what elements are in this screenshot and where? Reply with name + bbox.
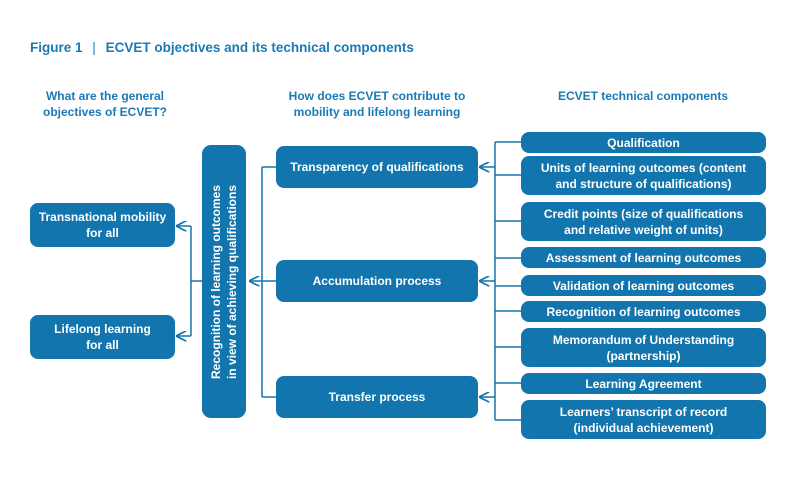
process-label: Transparency of qualifications bbox=[290, 160, 464, 174]
heading-contribution-line1: How does ECVET contribute to bbox=[288, 89, 466, 103]
objective-transnational-mobility: Transnational mobility for all bbox=[30, 203, 175, 247]
component-qualification: Qualification bbox=[521, 132, 766, 153]
component-label: (individual achievement) bbox=[573, 420, 714, 435]
component-units-of-learning-outcomes: Units of learning outcomes (content and … bbox=[521, 156, 766, 195]
component-label: Validation of learning outcomes bbox=[552, 278, 735, 293]
central-line2: in view of achieving qualifications bbox=[225, 184, 239, 379]
component-label: Assessment of learning outcomes bbox=[545, 250, 742, 265]
objective-label: for all bbox=[86, 226, 119, 240]
process-transparency: Transparency of qualifications bbox=[276, 146, 478, 188]
heading-objectives-line2: objectives of ECVET? bbox=[42, 105, 168, 119]
heading-components: ECVET technical components bbox=[520, 88, 766, 104]
component-assessment: Assessment of learning outcomes bbox=[521, 247, 766, 268]
component-label: and structure of qualifications) bbox=[555, 176, 732, 191]
component-label: Memorandum of Understanding bbox=[552, 332, 735, 347]
heading-contribution-line2: mobility and lifelong learning bbox=[293, 105, 461, 119]
component-label: Qualification bbox=[607, 135, 680, 150]
component-label: and relative weight of units) bbox=[564, 222, 723, 237]
figure-title-text: ECVET objectives and its technical compo… bbox=[105, 40, 414, 55]
process-label: Transfer process bbox=[328, 390, 426, 404]
figure-separator: | bbox=[92, 40, 96, 55]
component-label: Credit points (size of qualifications bbox=[543, 206, 744, 221]
heading-objectives-line1: What are the general bbox=[45, 89, 165, 103]
figure-title: Figure 1 | ECVET objectives and its tech… bbox=[30, 40, 414, 55]
component-label: (partnership) bbox=[606, 348, 681, 363]
component-label: Recognition of learning outcomes bbox=[546, 304, 741, 319]
objective-label: Lifelong learning bbox=[54, 322, 151, 336]
central-recognition-text: Recognition of learning outcomes in view… bbox=[208, 147, 240, 417]
component-label: Learning Agreement bbox=[585, 376, 702, 391]
component-label: Learners’ transcript of record bbox=[559, 404, 728, 419]
component-transcript-of-record: Learners’ transcript of record (individu… bbox=[521, 400, 766, 439]
heading-contribution: How does ECVET contribute to mobility an… bbox=[272, 88, 482, 120]
objective-label: for all bbox=[86, 338, 119, 352]
component-validation: Validation of learning outcomes bbox=[521, 275, 766, 296]
figure-label: Figure 1 bbox=[30, 40, 83, 55]
objective-label: Transnational mobility bbox=[38, 210, 167, 224]
component-recognition: Recognition of learning outcomes bbox=[521, 301, 766, 322]
component-label: Units of learning outcomes (content bbox=[540, 160, 747, 175]
heading-components-text: ECVET technical components bbox=[557, 89, 729, 103]
process-label: Accumulation process bbox=[312, 274, 442, 288]
process-accumulation: Accumulation process bbox=[276, 260, 478, 302]
component-memorandum-of-understanding: Memorandum of Understanding (partnership… bbox=[521, 328, 766, 367]
component-credit-points: Credit points (size of qualifications an… bbox=[521, 202, 766, 241]
heading-objectives: What are the general objectives of ECVET… bbox=[30, 88, 180, 120]
central-recognition-box: Recognition of learning outcomes in view… bbox=[202, 145, 246, 418]
objective-lifelong-learning: Lifelong learning for all bbox=[30, 315, 175, 359]
central-line1: Recognition of learning outcomes bbox=[209, 184, 223, 379]
component-learning-agreement: Learning Agreement bbox=[521, 373, 766, 394]
process-transfer: Transfer process bbox=[276, 376, 478, 418]
